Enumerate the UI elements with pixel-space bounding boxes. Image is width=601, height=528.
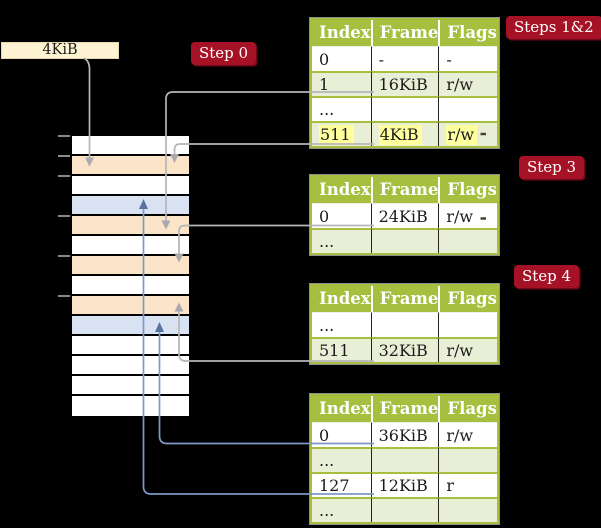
table2-cell-1-0: ...: [312, 228, 371, 253]
table1-cell-2-2: [438, 96, 497, 121]
table4-cell-3-2: [438, 497, 497, 522]
table3-header-frame: Frame: [370, 286, 439, 312]
memory-row-11: [72, 336, 189, 356]
memory-row-8: [72, 276, 189, 296]
memory-row-6: [72, 236, 189, 256]
table2-cell-1-2: [438, 228, 497, 253]
table1-cell-0-1: -: [370, 46, 439, 71]
table1-row-0: 0--: [312, 46, 497, 71]
table3-row-...: ...: [312, 312, 497, 337]
table3-cell-0-1: [370, 312, 439, 337]
memory-row-2: [72, 156, 189, 176]
table1-cell-1-1: 16KiB: [370, 71, 439, 96]
table1-cell-1-0: 1: [312, 71, 371, 96]
table1-cell-2-0: ...: [312, 96, 371, 121]
table1-cell-0-2: -: [438, 46, 497, 71]
step-label-step3: Step 3: [519, 156, 585, 179]
table4-cell-1-0: ...: [312, 447, 371, 472]
step-label-step4: Step 4: [514, 265, 580, 288]
step-label-step0: Step 0: [191, 42, 257, 65]
table2-header-flags: Flags: [438, 177, 497, 203]
memory-row-10: [72, 316, 189, 336]
table1-header-flags: Flags: [438, 20, 497, 46]
table3-header-flags: Flags: [438, 286, 497, 312]
table4-cell-2-0: 127: [312, 472, 371, 497]
table3-header-index: Index: [312, 286, 371, 312]
memory-row-9: [72, 296, 189, 316]
page-size-box: 4KiB: [1, 42, 119, 59]
memory-row-1: [72, 136, 189, 156]
memory-row-7: [72, 256, 189, 276]
table4-cell-2-1: 12KiB: [370, 472, 439, 497]
table1-cell-3-2: r/w: [438, 121, 497, 146]
table1-cell-2-1: [370, 96, 439, 121]
memory-row-13: [72, 376, 189, 396]
table4-cell-0-0: 0: [312, 422, 371, 447]
table4-cell-3-0: ...: [312, 497, 371, 522]
table4-cell-0-2: r/w: [438, 422, 497, 447]
memory-row-14: [72, 396, 189, 416]
table2-cell-0-1: 24KiB: [370, 203, 439, 228]
table1-header-frame: Frame: [370, 20, 439, 46]
memory-row-12: [72, 356, 189, 376]
highlighted-value: 511: [319, 125, 354, 145]
table4-cell-3-1: [370, 497, 439, 522]
table3-cell-1-1: 32KiB: [370, 337, 439, 362]
table4-row-...: ...: [312, 447, 497, 472]
table4-cell-1-2: [438, 447, 497, 472]
table3-cell-0-0: ...: [312, 312, 371, 337]
table1-cell-3-1: 4KiB: [370, 121, 439, 146]
table4-header-flags: Flags: [438, 396, 497, 422]
table2-cell-0-2: r/w: [438, 203, 497, 228]
memory-column: [70, 134, 191, 418]
table2-cell-1-1: [370, 228, 439, 253]
table4-cell-1-1: [370, 447, 439, 472]
table2-header-index: Index: [312, 177, 371, 203]
highlighted-value: 4KiB: [378, 125, 422, 145]
table1-row-511: 511 4KiB r/w: [312, 121, 497, 146]
table1-cell-3-0: 511: [312, 121, 371, 146]
table2-cell-0-0: 0: [312, 203, 371, 228]
table1-row-...: ...: [312, 96, 497, 121]
highlighted-value: r/w: [446, 125, 478, 145]
table4-cell-0-1: 36KiB: [370, 422, 439, 447]
table1-cell-1-2: r/w: [438, 71, 497, 96]
table1-header-index: Index: [312, 20, 371, 46]
table2-header-frame: Frame: [370, 177, 439, 203]
table3-cell-1-0: 511: [312, 337, 371, 362]
step-label-steps1and2: Steps 1&2: [506, 16, 601, 39]
table4-header-index: Index: [312, 396, 371, 422]
memory-row-3: [72, 176, 189, 196]
table2-row-...: ...: [312, 228, 497, 253]
table3-cell-1-2: r/w: [438, 337, 497, 362]
table4-header-frame: Frame: [370, 396, 439, 422]
memory-row-4: [72, 196, 189, 216]
table4-row-...: ...: [312, 497, 497, 522]
memory-row-5: [72, 216, 189, 236]
table3-cell-0-2: [438, 312, 497, 337]
table4-cell-2-2: r: [438, 472, 497, 497]
table1-cell-0-0: 0: [312, 46, 371, 71]
memory-tick-marks: [58, 135, 70, 297]
